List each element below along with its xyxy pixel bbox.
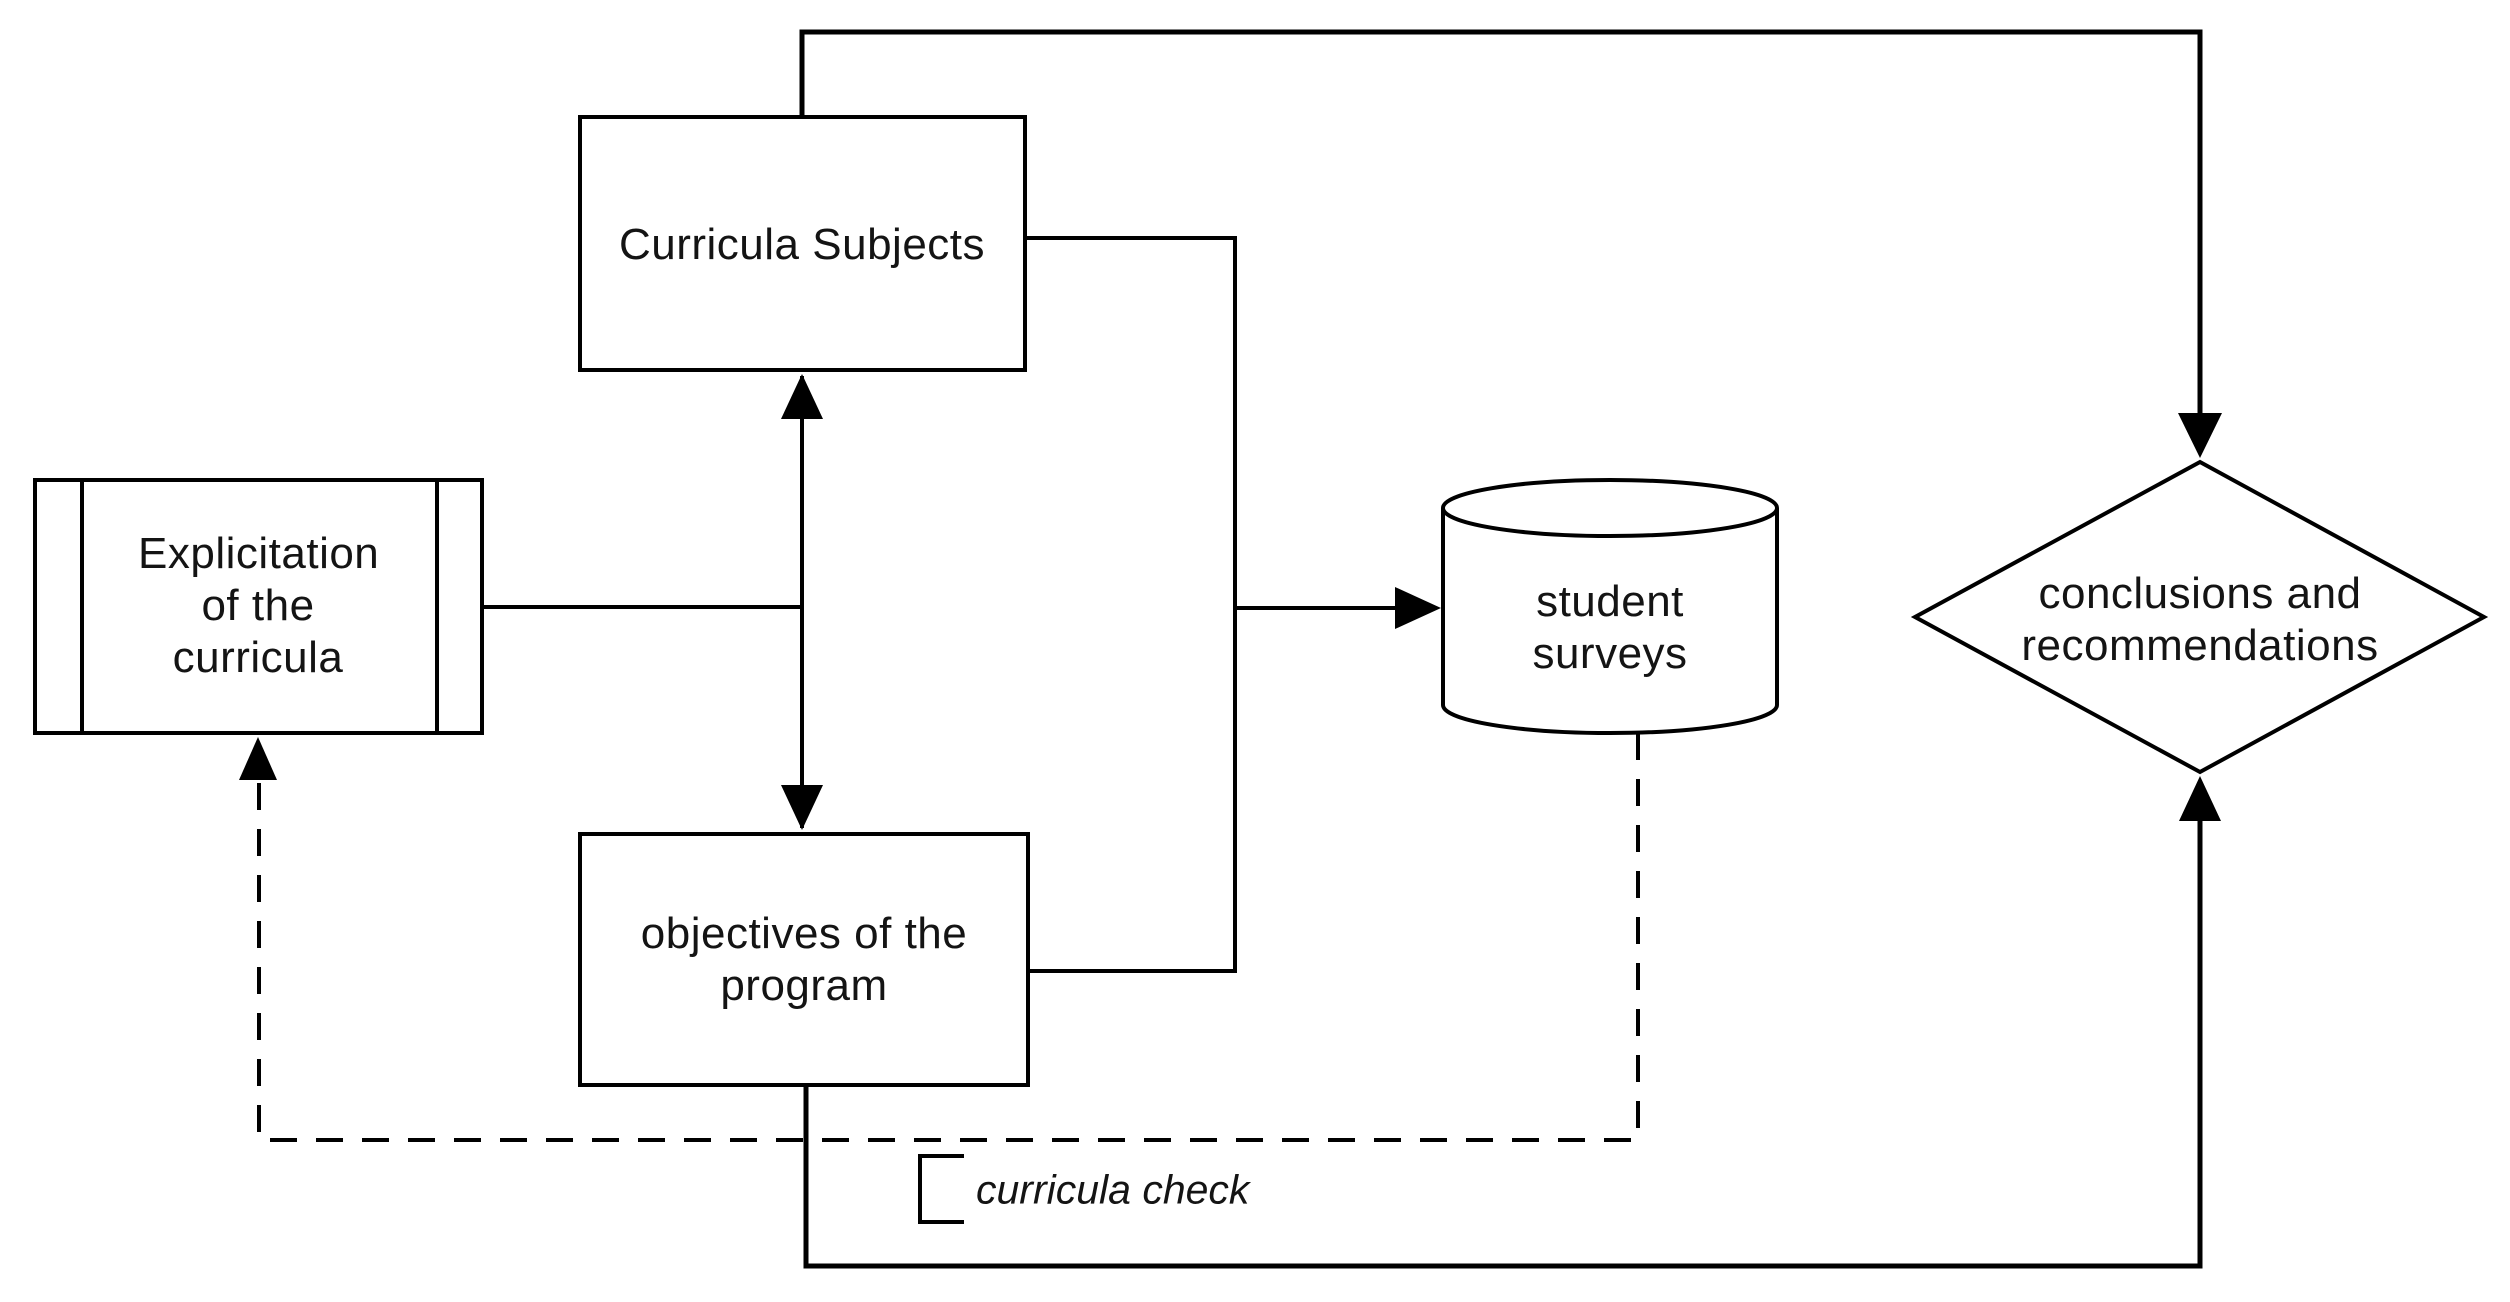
arrowhead-dashed-into-explicitation [239,737,277,780]
label-objectives: objectives of the program [640,909,968,1010]
node-explicitation [33,478,484,735]
edge-label-curricula-check: curricula check [976,1166,1250,1213]
arrowhead-down-into-objectives [781,785,823,830]
edge-label-bracket [918,1154,964,1224]
arrowhead-into-surveys [1395,587,1441,629]
label-student-surveys: student surveys [1532,577,1688,678]
label-conclusions: conclusions and recommendations [2021,569,2379,670]
arrowhead-up-into-subjects [781,374,823,419]
label-curricula-subjects: Curricula Subjects [618,220,986,269]
node-objectives [578,832,1030,1087]
edge-rail-to-surveys [1025,236,1398,973]
node-student-surveys [1441,478,1779,735]
node-curricula-subjects [578,115,1027,372]
label-explicitation: Explicitation of the curricula [138,529,380,682]
arrowhead-up-into-diamond-bottom [2179,776,2221,821]
node-conclusions [1910,459,2489,775]
edge-surveys-to-explicitation-dashed [257,733,1640,1142]
edge-objectives-to-conclusions [803,820,2203,1269]
edge-subjects-to-conclusions [799,29,2203,416]
arrowhead-into-diamond-top [2178,413,2222,458]
